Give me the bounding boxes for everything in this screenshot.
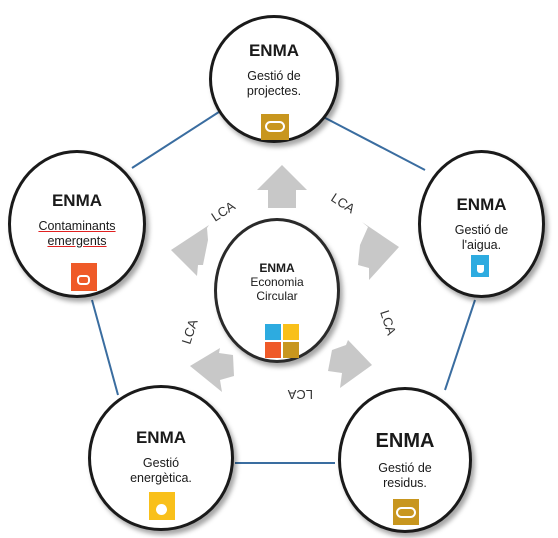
lca-label-left: LCA <box>179 317 201 346</box>
lca-label-top-right: LCA <box>328 190 358 217</box>
node-subtitle: Contaminants emergents <box>38 219 116 248</box>
sdg-clean-water-icon <box>471 255 489 277</box>
center-sdg-icons <box>265 324 299 358</box>
connector-left-top <box>131 109 223 169</box>
node-energy-management: ENMA Gestió energètica. <box>88 385 234 531</box>
sdg-responsible-consumption-icon <box>283 342 299 358</box>
node-title: ENMA <box>248 41 300 60</box>
center-node-subtitle: Economia Circular <box>250 275 304 303</box>
node-title: ENMA <box>51 191 103 210</box>
arrow-right <box>358 222 399 280</box>
sdg-responsible-consumption-icon <box>393 499 419 525</box>
node-emerging-contaminants: ENMA Contaminants emergents <box>8 150 146 298</box>
node-subtitle: Gestió de residus. <box>378 461 432 490</box>
arrow-lower-right <box>328 340 372 388</box>
node-subtitle: Gestió energètica. <box>130 456 192 485</box>
lca-label-right: LCA <box>377 308 399 337</box>
node-waste-management: ENMA Gestió de residus. <box>338 387 472 533</box>
connector-lines <box>91 109 476 464</box>
node-title: ENMA <box>375 430 435 452</box>
connector-right-bottomright <box>444 299 476 391</box>
sdg-clean-energy-icon <box>283 324 299 340</box>
arrow-left <box>171 225 209 276</box>
sdg-clean-energy-icon <box>149 492 175 520</box>
node-title: ENMA <box>456 195 507 214</box>
node-subtitle: Gestió de projectes. <box>246 69 302 98</box>
sdg-health-icon <box>71 263 97 291</box>
sdg-responsible-consumption-icon <box>261 114 289 140</box>
center-node: ENMA Economia Circular <box>214 218 340 363</box>
center-node-title: ENMA <box>259 261 295 275</box>
node-water-management: ENMA Gestió de l'aigua. <box>418 150 545 298</box>
node-subtitle: Gestió de l'aigua. <box>454 223 509 252</box>
lca-label-bottom: LCA <box>287 387 313 402</box>
arrows <box>171 165 399 392</box>
arrow-lower-left <box>190 348 234 392</box>
arrow-up <box>257 165 307 208</box>
sdg-clean-water-icon <box>265 324 281 340</box>
lca-label-top-left: LCA <box>208 198 238 225</box>
node-project-management: ENMA Gestió de projectes. <box>209 15 339 143</box>
connector-top-right <box>309 109 426 171</box>
sdg-health-icon <box>265 342 281 358</box>
node-title: ENMA <box>135 428 187 447</box>
connector-bottomleft-left <box>91 299 119 396</box>
